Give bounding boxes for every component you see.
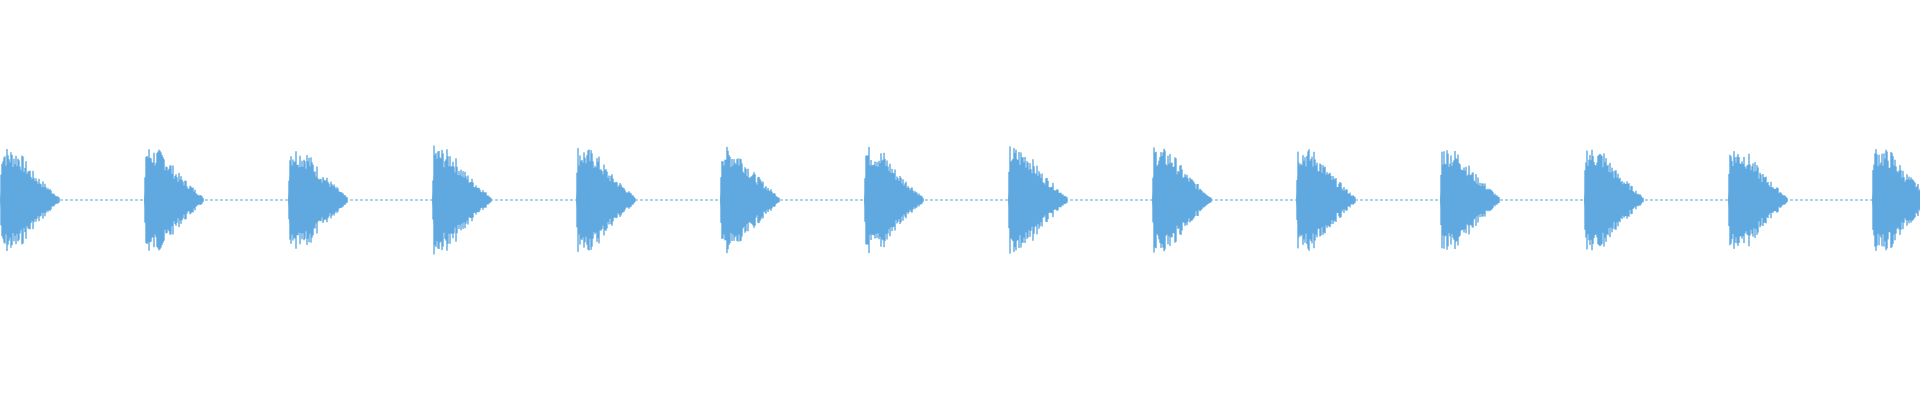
waveform-pulse	[1152, 147, 1212, 253]
waveform-pulse	[432, 145, 492, 255]
waveform-pulse	[1728, 151, 1788, 249]
waveform-pulse	[864, 147, 924, 253]
waveform-pulse	[1296, 149, 1356, 251]
waveform-pulse	[720, 146, 780, 254]
waveform-pulses	[0, 145, 1920, 255]
waveform-pulse	[0, 149, 60, 251]
waveform-pulse	[576, 148, 636, 252]
waveform-pulse	[1440, 150, 1500, 250]
waveform-pulse	[288, 151, 348, 249]
waveform-pulse	[1584, 149, 1644, 251]
waveform-pulse	[144, 149, 204, 251]
waveform-pulse	[1008, 146, 1068, 254]
waveform-pulse	[1872, 149, 1920, 251]
